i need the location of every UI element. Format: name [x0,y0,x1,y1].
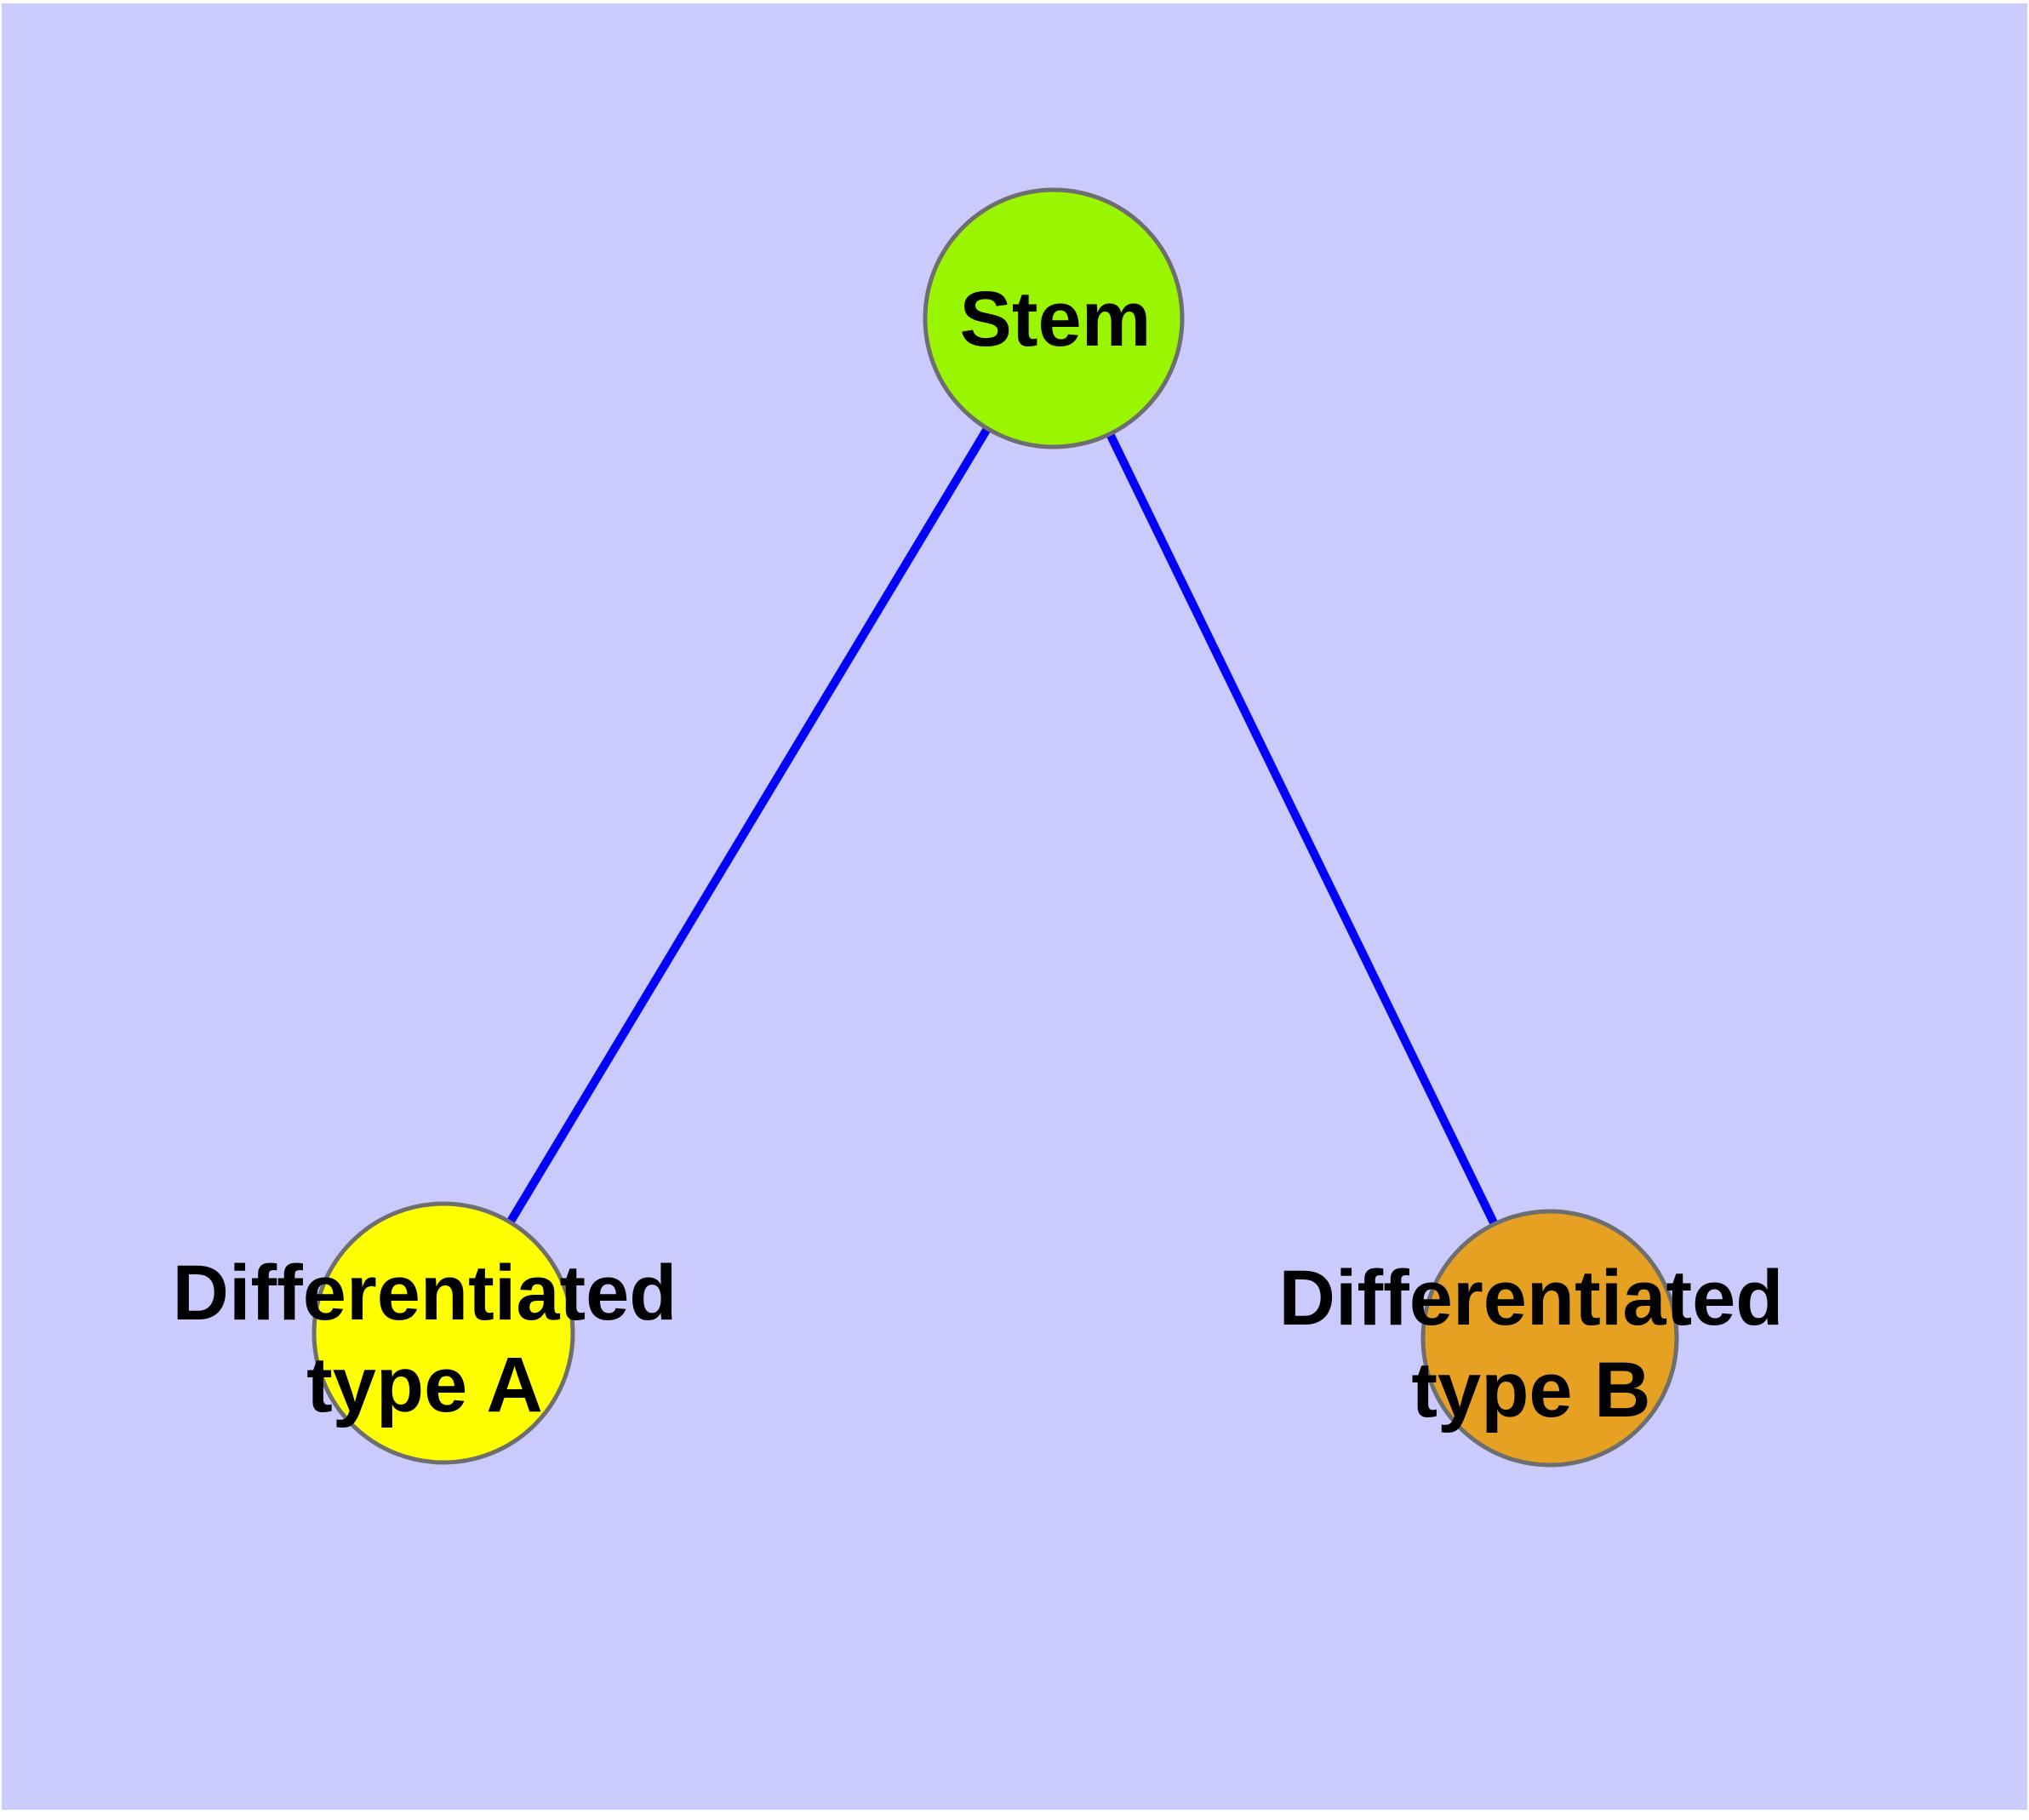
node-stem [923,187,1185,449]
edge-stem-to-type-a [439,316,1058,1336]
node-differentiated-type-b-label-line2: type B [1411,1347,1650,1434]
node-differentiated-type-a [311,1201,575,1465]
edge-stem-to-type-b [1049,316,1554,1341]
node-differentiated-type-a-label-line2: type A [306,1342,543,1428]
node-differentiated-type-b [1420,1209,1679,1468]
node-differentiated-type-b-label-line1: Differentiated [1279,1255,1784,1342]
node-differentiated-type-a-label-line1: Differentiated [173,1250,677,1336]
node-stem-label: Stem [960,276,1152,363]
